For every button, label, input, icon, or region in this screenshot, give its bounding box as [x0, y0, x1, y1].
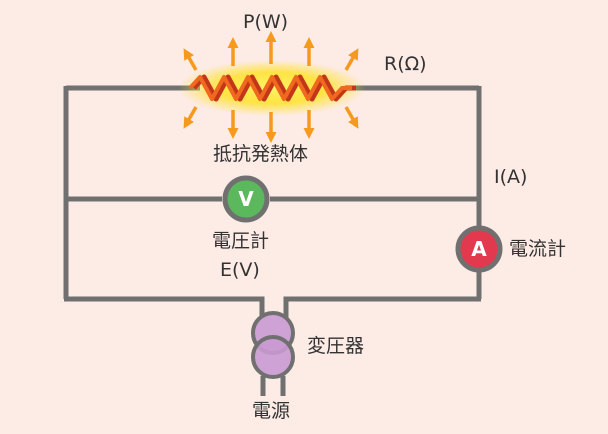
voltmeter-icon — [222, 175, 270, 223]
current-label: I(A) — [494, 166, 528, 188]
circuit-wires — [63, 85, 482, 318]
ammeter-icon — [455, 225, 503, 273]
resistor-zigzag-light — [188, 75, 352, 101]
voltage-label: E(V) — [220, 259, 260, 281]
ammeter-symbol: A — [471, 237, 487, 261]
heat-arrow-down-1 — [183, 106, 198, 129]
transformer-lower-coil — [251, 335, 295, 379]
heat-arrow-up-1 — [183, 48, 198, 71]
bottom-wire-left — [64, 296, 265, 318]
heater-label: 抵抗発熱体 — [213, 143, 309, 165]
heat-arrow-icon — [183, 31, 359, 143]
heat-arrow-up-5 — [344, 48, 359, 71]
resistor-zigzag-dark — [192, 74, 356, 102]
resistor-zigzag-icon — [188, 74, 356, 102]
ammeter-label: 電流計 — [509, 238, 567, 260]
bottom-wire-right — [283, 296, 481, 318]
voltmeter-symbol: V — [238, 187, 254, 211]
power-label: P(W) — [243, 11, 289, 33]
power-source-label: 電源 — [252, 400, 291, 422]
power-source-leads — [260, 376, 286, 396]
resistance-label: R(Ω) — [384, 53, 427, 75]
heat-arrow-down-5 — [344, 106, 359, 129]
transformer-coil-icon — [251, 311, 295, 379]
transformer-label: 変圧器 — [307, 335, 365, 357]
voltmeter-label: 電圧計 — [212, 230, 270, 252]
